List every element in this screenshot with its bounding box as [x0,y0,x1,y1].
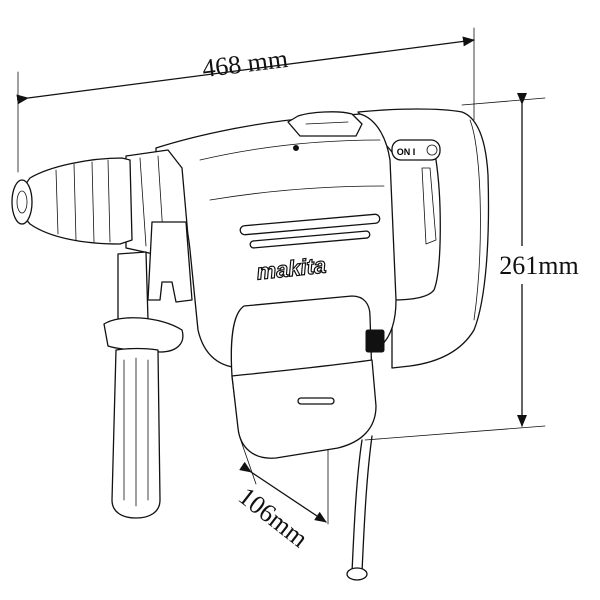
length-label: 468 mm [201,44,290,83]
height-extension-top [461,97,546,106]
vent-slot-1 [239,213,381,236]
depth-rod-cap [346,567,368,581]
top-handle [287,111,363,137]
side-handle-guard [103,317,184,353]
length-arrow [16,36,475,105]
switch-button [426,144,438,156]
chuck [21,157,133,245]
base-plate [231,359,377,459]
height-extension-bottom [364,425,546,441]
switch-label: ON I [397,147,416,157]
top-handle-ridge [305,121,349,125]
switch-panel [391,139,441,161]
depth-rod [351,439,363,573]
rotary-hammer-drawing: ON I makita [11,108,490,581]
vent-slot-2 [249,230,371,249]
housing-screw [293,145,299,151]
height-dimension: 261mm [364,93,590,441]
housing-ridge [199,139,381,161]
base-slot [297,397,335,405]
rear-handle-grip [469,119,481,321]
chuck-grip [55,159,111,243]
housing-seam [209,185,385,201]
side-handle-ribs [123,357,149,507]
trigger [421,167,437,245]
chuck-bore [16,190,28,214]
width-label: 106mm [233,481,313,553]
width-arrow [239,461,327,523]
mode-selector [365,329,385,353]
side-handle-clamp [147,221,193,303]
nose-ridge-1 [139,157,147,247]
depth-rod-edge [361,435,373,573]
chuck-tip [11,179,33,225]
rear-handle [357,108,490,369]
height-label: 261mm [499,251,578,280]
